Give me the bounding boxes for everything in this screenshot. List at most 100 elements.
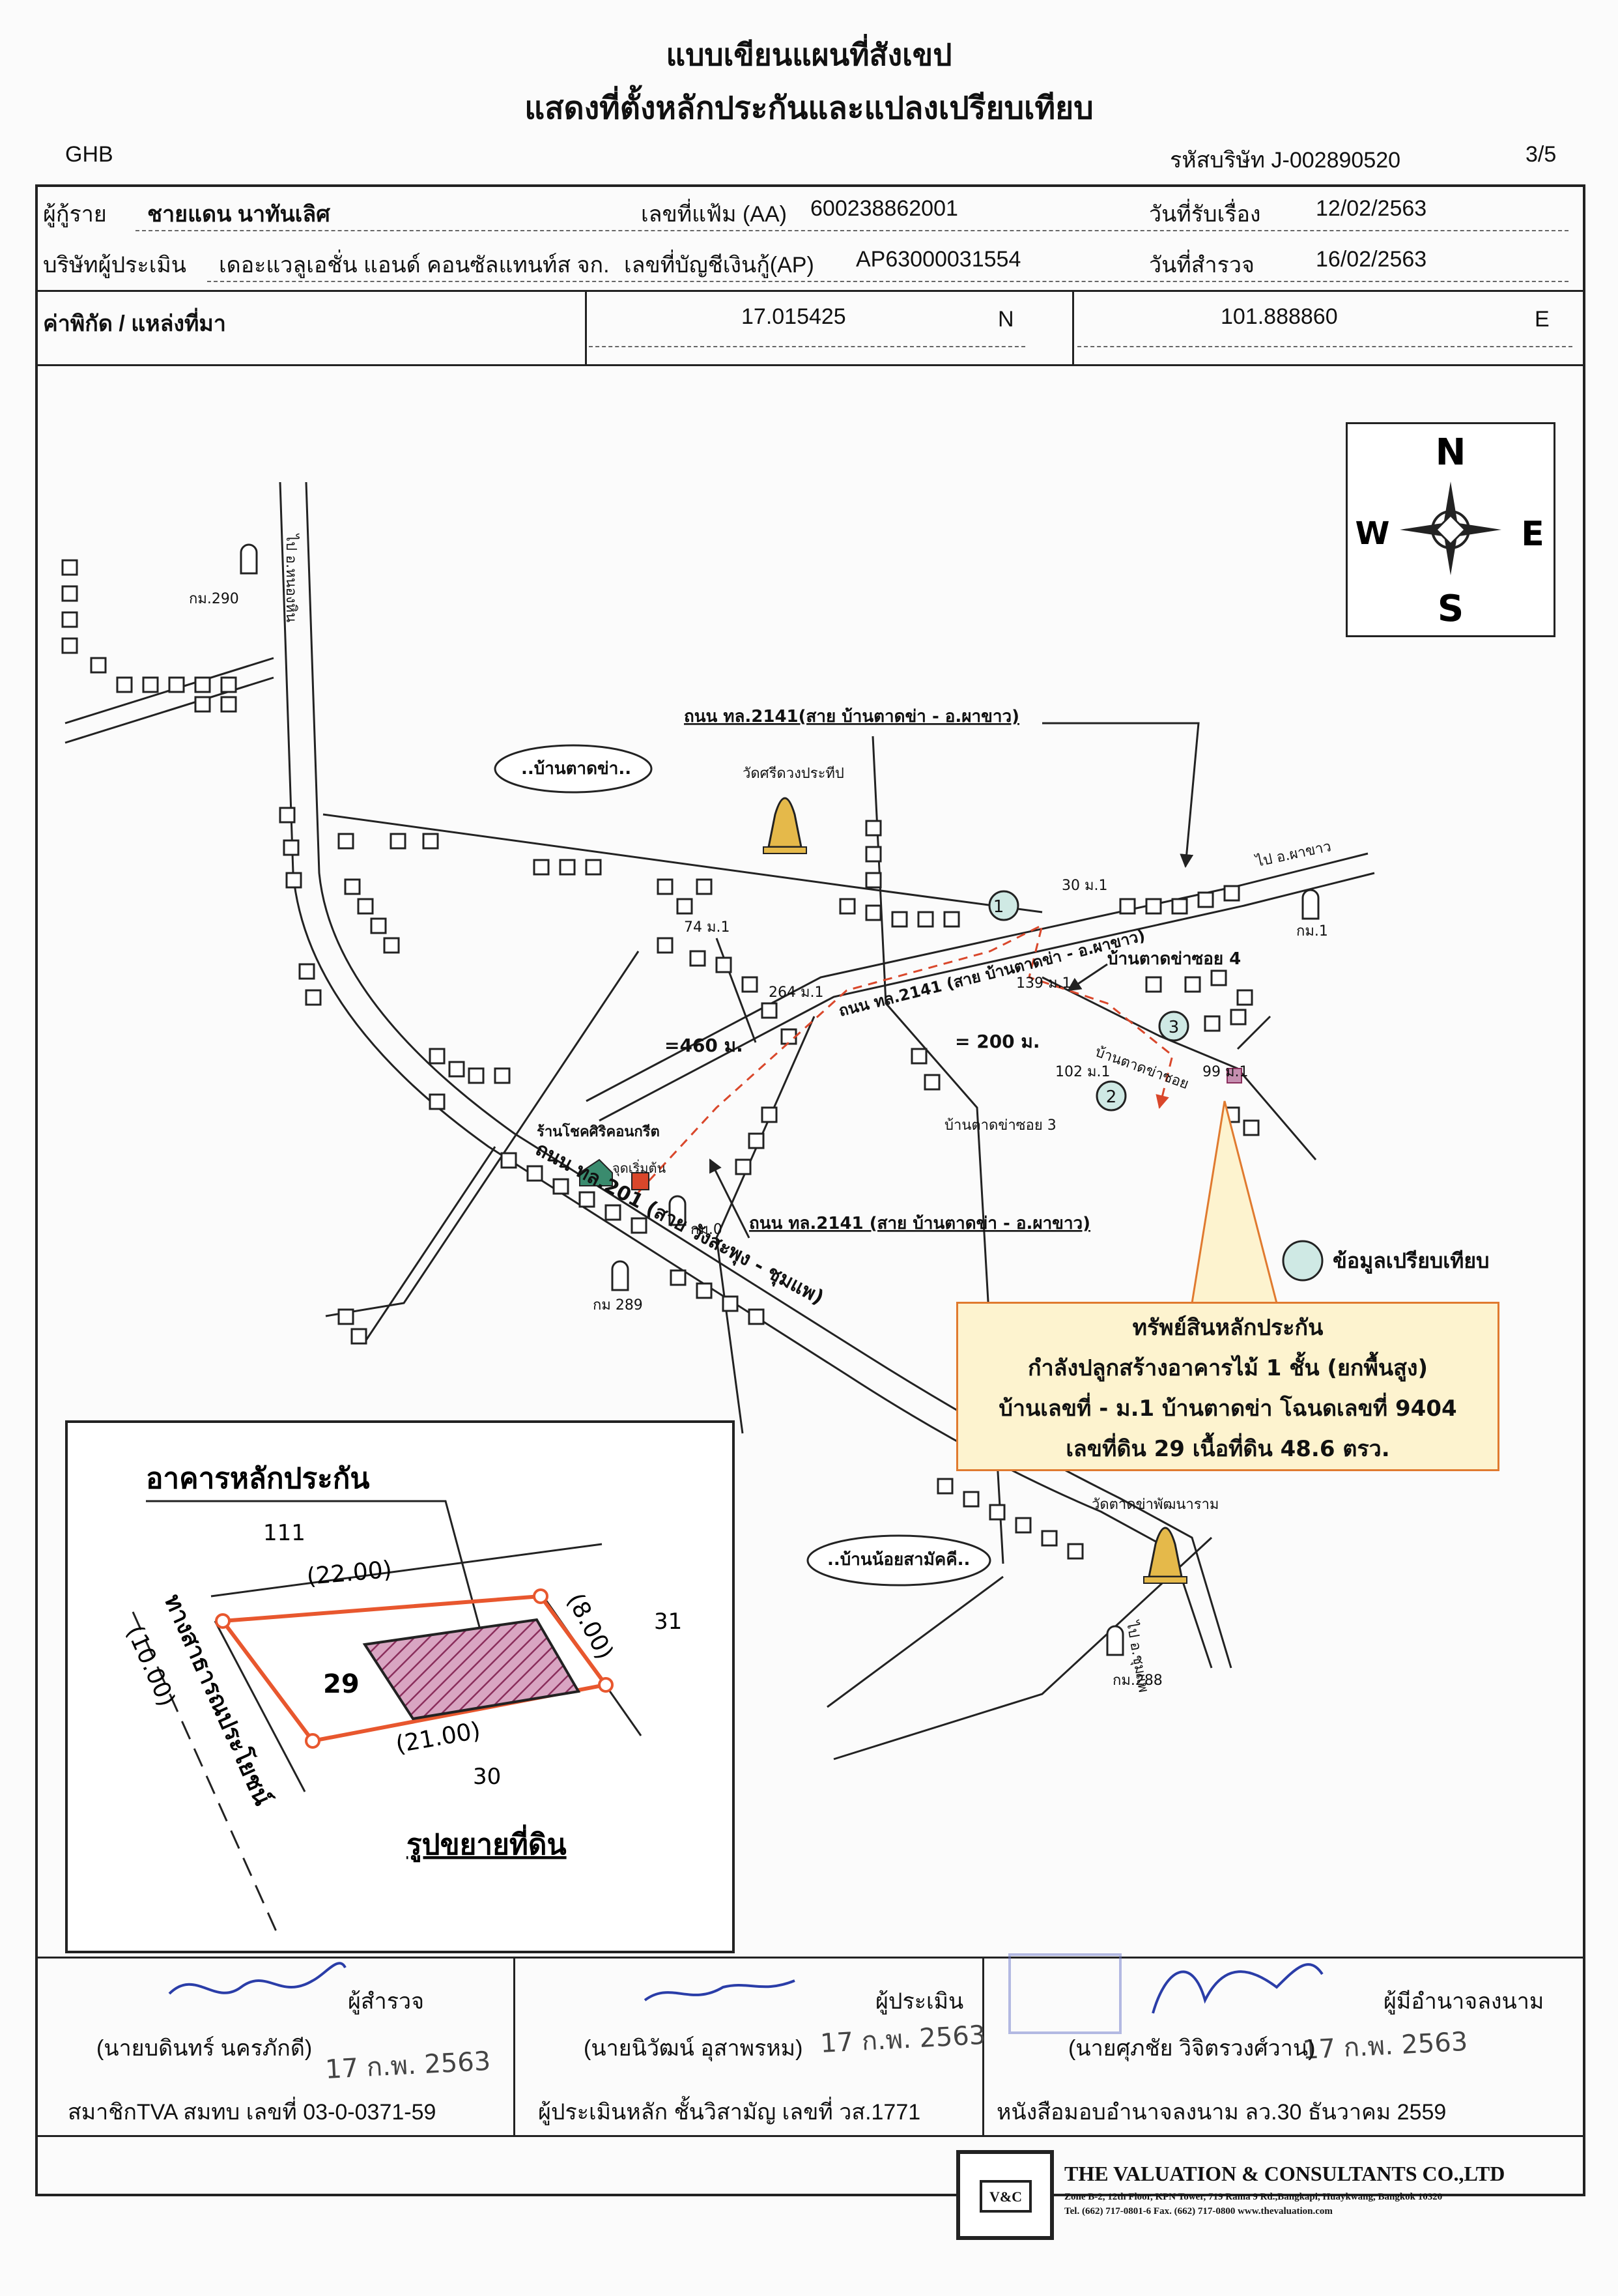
local-road — [363, 1146, 496, 1343]
soi4-road — [1042, 976, 1317, 1160]
temple-icon — [1148, 1527, 1183, 1578]
building-pointer — [146, 1500, 495, 1672]
file-no-value: 600238862001 — [810, 196, 958, 221]
latitude-value: 17.015425 — [741, 304, 846, 329]
document-subtitle: แสดงที่ตั้งหลักประกันและแปลงเปรียบเทียบ — [524, 90, 1094, 126]
company-address: Zone B-2, 12th Floor, KPN Tower, 719 Ram… — [1064, 2192, 1443, 2202]
loan-account-value: AP63000031554 — [856, 247, 1021, 272]
comparison-legend-marker — [1282, 1240, 1324, 1282]
marker-label-1: 1 — [993, 897, 1004, 917]
appraiser-name: (นายนิวัฒน์ อุสาพรหม) — [584, 2036, 803, 2061]
temple-icons — [763, 797, 1187, 1584]
legend-compare-label: ข้อมูลเปรียบเทียบ — [1333, 1248, 1489, 1274]
collateral-line-3: บ้านเลขที่ - ม.1 บ้านตาดข่า โฉนดเลขที่ 9… — [999, 1396, 1457, 1422]
received-date-value: 12/02/2563 — [1316, 196, 1427, 221]
marker-label-2: 2 — [1106, 1087, 1117, 1107]
compass-west: W — [1355, 515, 1390, 552]
compass-north: N — [1436, 431, 1466, 474]
km-post-icon — [1106, 1625, 1124, 1656]
dotted-line — [1077, 346, 1572, 347]
comparison-marker-2 — [1096, 1080, 1127, 1112]
start-point-marker — [631, 1172, 649, 1190]
road-label-pointer — [1042, 722, 1200, 868]
map-label-74: 74 ม.1 — [684, 919, 730, 936]
marker-label-3: 3 — [1169, 1018, 1180, 1037]
collateral-line-4: เลขที่ดิน 29 เนื้อที่ดิน 48.6 ตรว. — [1066, 1436, 1390, 1462]
road-2141-south — [586, 852, 1369, 1102]
authorized-doc: หนังสือมอบอำนาจลงนาม ลว.30 ธันวาคม 2559 — [997, 2100, 1447, 2125]
company-logo: V&C — [956, 2150, 1054, 2240]
collateral-line-2: กำลังปลูกสร้างอาคารไม้ 1 ชั้น (ยกพื้นสูง… — [1027, 1355, 1428, 1381]
callout-pointer — [1191, 1100, 1278, 1304]
dotted-line — [135, 230, 1568, 231]
village-ellipse — [806, 1534, 991, 1586]
roads — [64, 481, 1375, 1760]
divider — [513, 1957, 515, 2135]
map-label-road-2141-bottom: ถนน ทล.2141 (สาย บ้านตาดข่า - อ.ผาขาว) — [749, 1214, 1090, 1233]
map-label-soi4: บ้านตาดข่าซอย 4 — [1107, 949, 1241, 969]
km-posts — [240, 543, 1320, 1656]
plot-number: 29 — [323, 1669, 360, 1699]
map-label-dist-460: =460 ม. — [664, 1035, 743, 1056]
inset-caption: รูปขยายที่ดิน — [406, 1824, 567, 1862]
map-label-village-noi: ..บ้านน้อยสามัคคี.. — [827, 1550, 970, 1570]
latitude-dir: N — [998, 307, 1014, 332]
compass-star-icon — [1400, 481, 1501, 575]
surveyor-role: ผู้สำรวจ — [348, 1989, 425, 2014]
map-label-village-tat-kha: ..บ้านตาดข่า.. — [521, 759, 631, 779]
map-label-km290: กม.290 — [189, 591, 239, 607]
applicant-value: ชายแดน นาทันเลิศ — [147, 202, 330, 227]
map-label-km0: กม.0 — [690, 1222, 722, 1238]
boundary-line — [214, 1620, 306, 1792]
village-ellipse — [494, 744, 653, 794]
company-contact: Tel. (662) 717-0801-6 Fax. (662) 717-080… — [1064, 2206, 1333, 2217]
local-road — [833, 1536, 1213, 1760]
road-201-west — [279, 481, 1213, 1669]
dotted-line — [207, 281, 1568, 282]
compass-east: E — [1521, 515, 1544, 554]
local-road — [715, 938, 757, 1043]
km-post-icon — [1301, 889, 1320, 920]
map-label-139: 139 ม.1 — [1016, 975, 1071, 992]
dim-road: (10.00) — [121, 1622, 180, 1710]
appraiser-company-label: บริษัทผู้ประเมิน — [43, 253, 186, 278]
map-label-road-2141-top: ถนน ทล.2141(สาย บ้านตาดข่า - อ.ผาขาว) — [684, 707, 1019, 726]
map-label-to-nong-hin: ไป อ.หนองหิน — [283, 533, 300, 622]
nw-road — [64, 676, 274, 744]
map-label-99: 99 ม.1 — [1202, 1064, 1248, 1080]
document-frame: ผู้กู้ราย ชายแดน นาทันเลิศ เลขที่แฟ้ม (A… — [35, 184, 1585, 2196]
plot-inset: อาคารหลักประกัน 29 111 31 30 (22.00) (8.… — [65, 1420, 735, 1953]
document-title: แบบเขียนแผนที่สังเขป — [666, 37, 952, 72]
surveyor-name: (นายบดินทร์ นครภักดี) — [96, 2036, 313, 2061]
divider — [38, 364, 1583, 366]
upper-road — [322, 813, 1043, 913]
divider — [982, 1957, 984, 2135]
dim-right: (8.00) — [561, 1589, 618, 1664]
coords-label: ค่าพิกัด / แหล่งที่มา — [43, 311, 226, 336]
map-label-102: 102 ม.1 — [1055, 1064, 1110, 1080]
neighbor-right: 31 — [654, 1609, 682, 1635]
map-label-temple-pattanaram: วัดตาดข่าพัฒนาราม — [1092, 1497, 1219, 1513]
km-post-icon — [611, 1260, 629, 1291]
divider — [38, 1957, 1583, 1959]
compass-south: S — [1438, 588, 1464, 630]
map-label-soi3: บ้านตาดข่าซอย 3 — [944, 1117, 1057, 1134]
collateral-info-box: ทรัพย์สินหลักประกัน กำลังปลูกสร้างอาคารไ… — [956, 1302, 1499, 1471]
file-no-label: เลขที่แฟ้ม (AA) — [641, 202, 787, 227]
building-label: อาคารหลักประกัน — [146, 1462, 369, 1495]
map-label-start: จุดเริ่มต้น — [612, 1159, 666, 1177]
divider — [38, 2135, 1583, 2137]
appraiser-license: ผู้ประเมินหลัก ชั้นวิสามัญ เลขที่ วส.177… — [538, 2100, 921, 2125]
soi-label-pointer — [1067, 963, 1108, 992]
comparison-markers — [988, 890, 1324, 1282]
company-code: รหัสบริษัท J-002890520 — [1170, 148, 1401, 173]
appraiser-role: ผู้ประเมิน — [875, 1989, 964, 2014]
local-road — [827, 1575, 1004, 1708]
comparison-marker-3 — [1158, 1011, 1189, 1042]
survey-date-label: วันที่สำรวจ — [1149, 253, 1255, 278]
surveyor-member: สมาชิกTVA สมทบ เลขที่ 03-0-0371-59 — [68, 2100, 436, 2125]
logo-mark: V&C — [980, 2180, 1032, 2213]
soi-branch — [1236, 1015, 1271, 1050]
compass-rose: N S W E — [1346, 422, 1555, 637]
